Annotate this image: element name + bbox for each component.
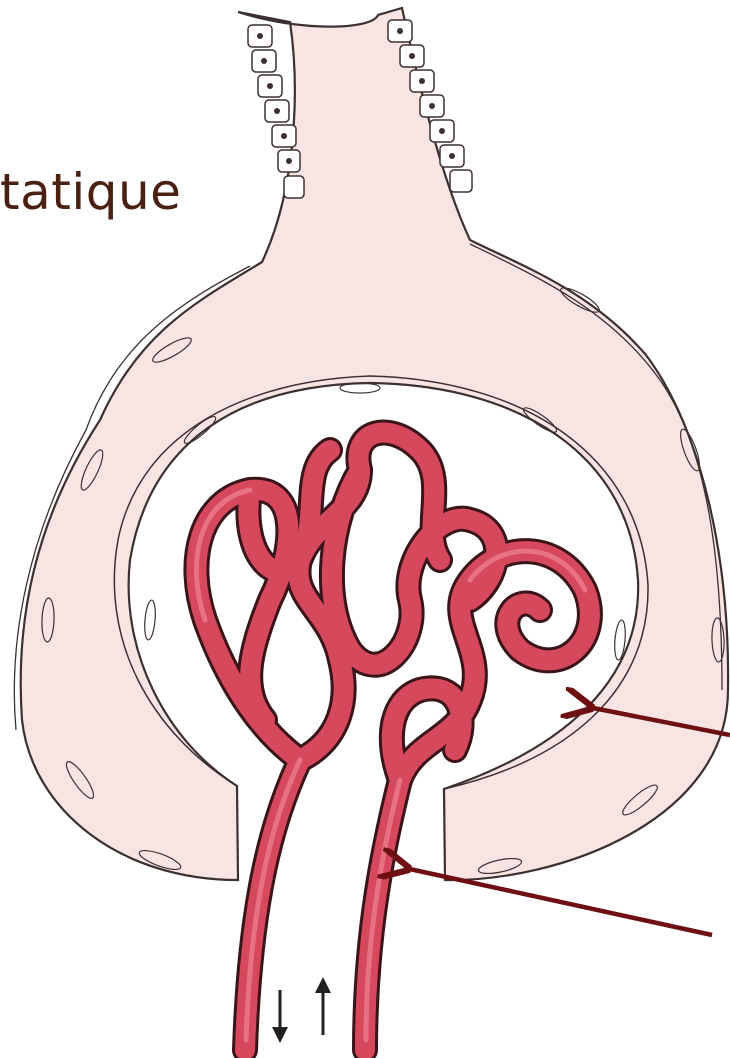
up-arrow-icon (315, 977, 331, 1035)
pointer-arrow-arteriole (405, 868, 712, 935)
glomerular-capillaries (196, 433, 589, 1050)
down-arrow-icon (272, 990, 288, 1043)
